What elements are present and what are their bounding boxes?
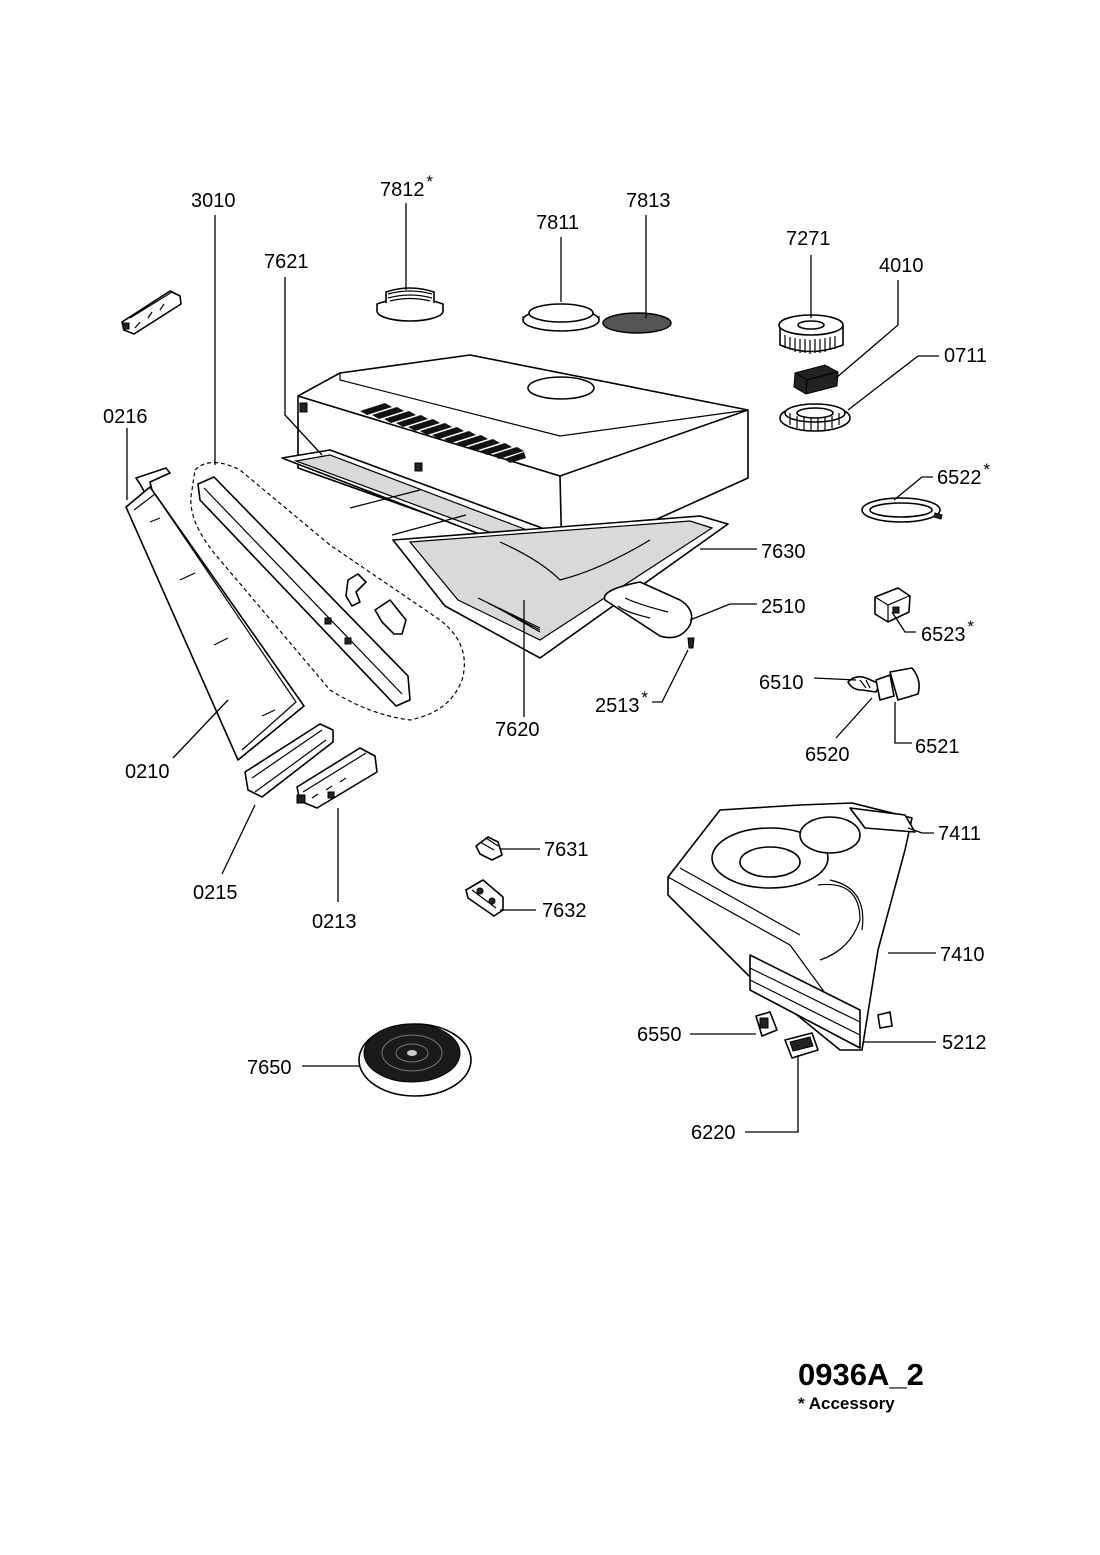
part-label-6520: 6520 xyxy=(805,744,850,766)
part-label-3010: 3010 xyxy=(191,190,236,212)
part-7631-clip-drawing xyxy=(475,836,503,861)
part-label-6510: 6510 xyxy=(759,672,804,694)
part-label-2513: 2513 xyxy=(595,695,640,717)
part-label-0216: 0216 xyxy=(103,406,148,428)
part-6550-switch-drawing xyxy=(755,1011,778,1037)
accessory-marker-2513: * xyxy=(641,688,648,707)
part-label-0210: 0210 xyxy=(125,761,170,783)
part-7812-ring-drawing xyxy=(376,287,444,322)
part-label-7271: 7271 xyxy=(786,228,831,250)
part-6220-switch-drawing xyxy=(784,1032,819,1059)
part-label-6523: 6523 xyxy=(921,624,966,646)
part-6510-bulb-drawing xyxy=(847,675,881,693)
part-4010-component-drawing xyxy=(793,364,839,395)
part-label-7811: 7811 xyxy=(536,212,579,234)
part-label-0213: 0213 xyxy=(312,911,357,933)
accessory-marker-6522: * xyxy=(983,460,990,479)
accessory-note: * Accessory xyxy=(798,1394,895,1413)
leader-lines xyxy=(126,203,939,1133)
part-0711-fan-wheel-drawing xyxy=(779,403,851,432)
hood-body-drawing xyxy=(297,354,749,563)
part-label-6521: 6521 xyxy=(915,736,960,758)
part-2510-lamp-cover-drawing xyxy=(603,581,693,639)
part-0213-bracket-drawing xyxy=(296,747,378,809)
part-label-7620: 7620 xyxy=(495,719,540,741)
part-3010-control-bar-drawing xyxy=(190,461,465,721)
part-6520-6521-lamp-drawing xyxy=(875,667,920,701)
accessory-marker-6523: * xyxy=(967,617,974,636)
part-label-2510: 2510 xyxy=(761,596,806,618)
part-2513-screw-drawing xyxy=(687,637,695,649)
part-label-0711: 0711 xyxy=(944,345,987,367)
drawing-code: 0936A_2 xyxy=(798,1357,924,1392)
part-7271-motor-drawing xyxy=(778,314,844,354)
bracket-top-left-drawing xyxy=(121,290,182,335)
part-7813-filter-pad-drawing xyxy=(602,312,672,334)
part-label-7812: 7812 xyxy=(380,179,425,201)
part-0215-glass-holder-drawing xyxy=(244,723,334,798)
part-7410-fan-housing-drawing xyxy=(667,802,916,1051)
part-label-7650: 7650 xyxy=(247,1057,292,1079)
part-7811-disc-drawing xyxy=(522,303,600,332)
part-7632-bracket-drawing xyxy=(465,879,504,917)
part-label-6522: 6522 xyxy=(937,467,982,489)
part-label-7411: 7411 xyxy=(938,823,981,845)
part-0216-clip-drawing xyxy=(135,467,171,494)
part-label-0215: 0215 xyxy=(193,882,238,904)
part-label-7630: 7630 xyxy=(761,541,806,563)
part-6523-lamp-holder-drawing xyxy=(874,587,911,623)
part-7630-bottom-panel-drawing xyxy=(392,515,729,659)
part-0210-glass-panel-drawing xyxy=(125,486,305,761)
part-label-7631: 7631 xyxy=(544,839,589,861)
part-label-5212: 5212 xyxy=(942,1032,987,1054)
part-label-7621: 7621 xyxy=(264,251,309,273)
part-7650-carbon-filter-drawing xyxy=(358,1023,472,1097)
part-6522-ring-drawing xyxy=(861,497,943,523)
part-label-4010: 4010 xyxy=(879,255,924,277)
part-label-6550: 6550 xyxy=(637,1024,682,1046)
part-label-7632: 7632 xyxy=(542,900,587,922)
part-label-6220: 6220 xyxy=(691,1122,736,1144)
part-label-7813: 7813 xyxy=(626,190,671,212)
accessory-marker-7812: * xyxy=(426,172,433,191)
part-label-7410: 7410 xyxy=(940,944,985,966)
